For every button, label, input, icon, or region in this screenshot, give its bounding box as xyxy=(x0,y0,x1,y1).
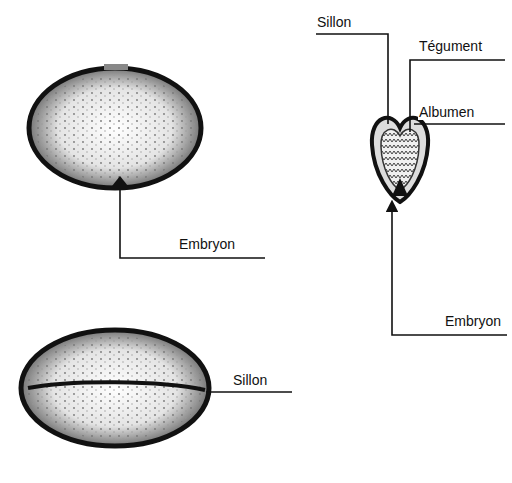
grain-side-view xyxy=(29,64,201,188)
groove-line xyxy=(28,382,205,390)
embryo-mark xyxy=(112,176,128,186)
grain-tip xyxy=(104,64,128,70)
part-label: Sillon xyxy=(316,14,352,30)
part-label: Tégument xyxy=(418,38,483,54)
leader-line xyxy=(414,123,505,125)
leader-line xyxy=(392,206,507,335)
part-label: Embryon xyxy=(178,236,236,252)
part-label: Sillon xyxy=(232,372,268,388)
grain-groove-view xyxy=(21,330,209,446)
leader-line xyxy=(410,60,505,132)
embryo-mark xyxy=(392,178,408,196)
part-label: Albumen xyxy=(418,104,475,120)
part-label: Embryon xyxy=(444,313,502,329)
leader-line xyxy=(120,190,265,258)
leader-line xyxy=(316,34,388,124)
grain-cross-section xyxy=(372,118,428,202)
leader-lines xyxy=(120,34,507,392)
leader-line xyxy=(206,391,292,393)
